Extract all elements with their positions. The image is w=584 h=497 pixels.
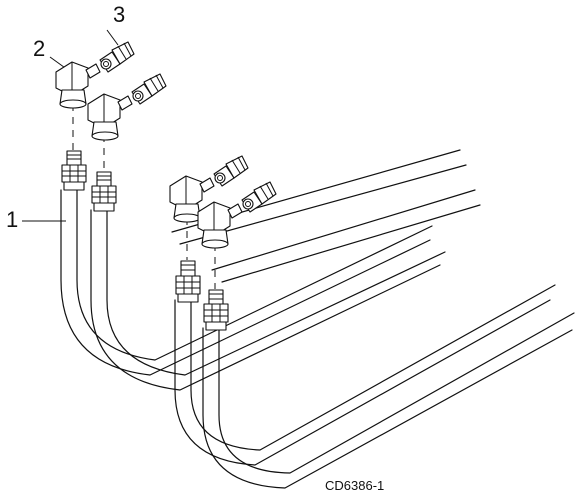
elbow-fitting-d: [197, 201, 243, 249]
adapter-b: [131, 73, 167, 105]
adapter-a: [99, 41, 135, 73]
hose-4-outer: [202, 327, 573, 489]
callout-1: 1: [6, 207, 66, 232]
elbow-fitting-a: [55, 61, 101, 109]
hose-1-inner: [76, 189, 433, 361]
alignment-lines: [72, 104, 216, 289]
elbow-fitting-c: [169, 175, 215, 223]
hose-4: [202, 289, 575, 489]
hose-3-fitting: [175, 260, 201, 303]
hose-3-outer: [174, 299, 551, 466]
callout-2-label: 2: [33, 36, 45, 61]
hose-run-lines: [171, 149, 481, 283]
callout-3-leader: [106, 29, 119, 46]
callout-3-label: 3: [113, 2, 125, 27]
hose-4-inner: [218, 312, 575, 474]
adapter-c: [213, 155, 249, 187]
callout-3: 3: [106, 2, 125, 46]
adapter-d: [241, 181, 277, 213]
hose-2-outer: [90, 209, 441, 391]
callout-1-label: 1: [6, 207, 18, 232]
hose-3: [174, 260, 556, 466]
hose-2: [90, 171, 446, 391]
hose-2-fitting: [91, 171, 117, 212]
figure-id: CD6386-1: [325, 478, 384, 493]
hose-2-inner: [106, 209, 446, 376]
hose-3-inner: [190, 284, 556, 451]
elbow-fitting-b: [87, 93, 133, 141]
hose-4-fitting: [203, 289, 229, 331]
hose-1-fitting: [61, 150, 87, 191]
hose-1-outer: [60, 189, 431, 376]
hose-1: [60, 150, 433, 376]
callout-2: 2: [33, 36, 69, 71]
